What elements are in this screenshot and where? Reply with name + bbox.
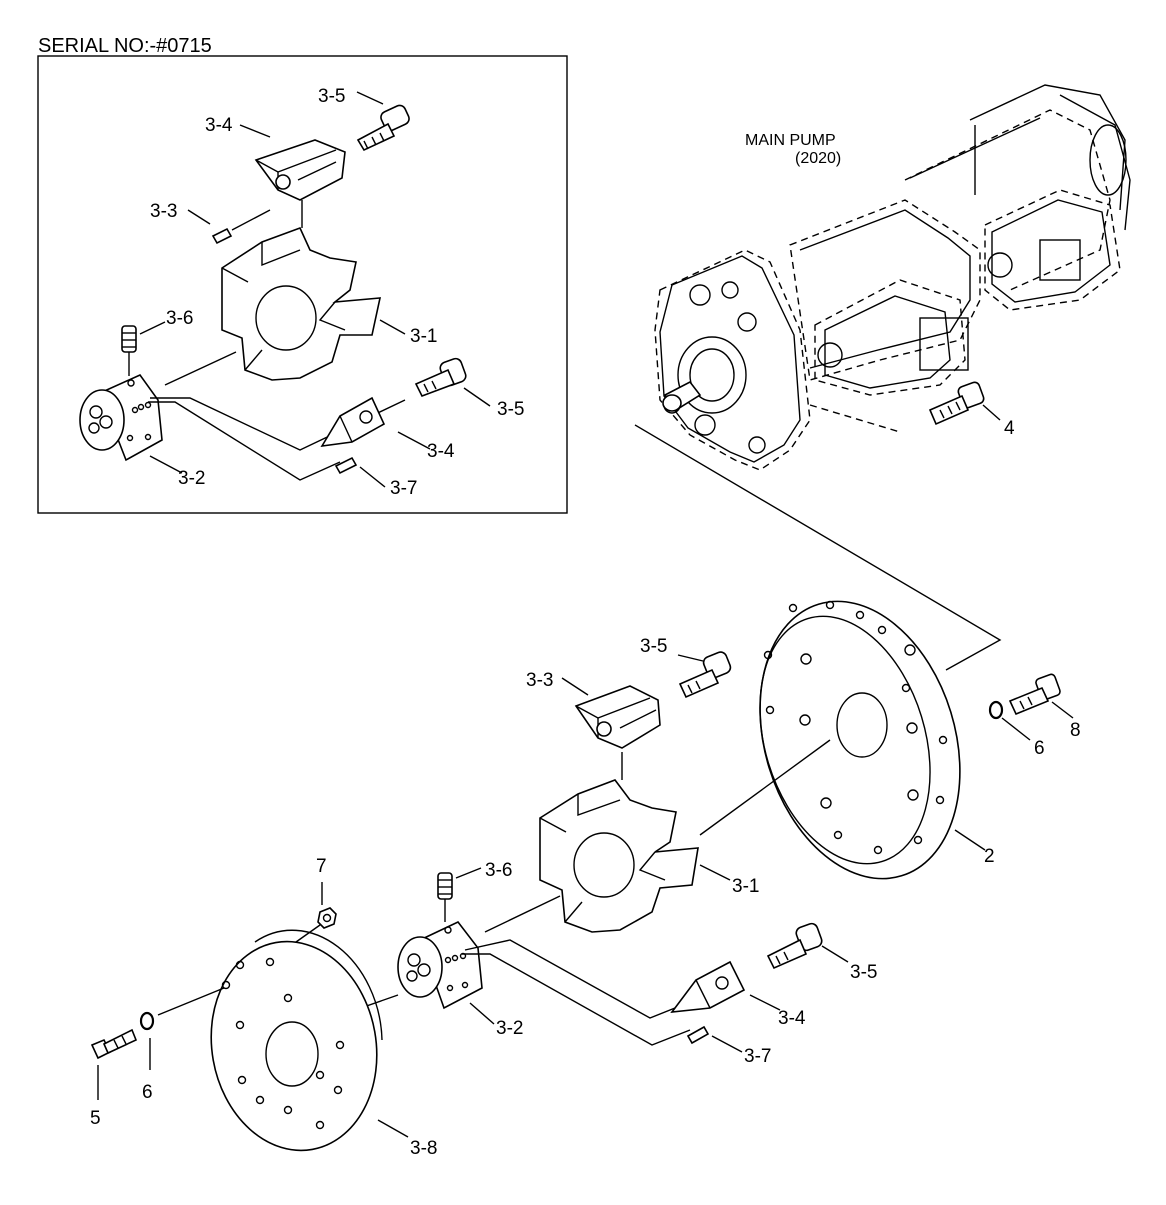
washer-part-6-left (139, 987, 225, 1070)
serial-number-title: SERIAL NO:-#0715 (38, 35, 212, 57)
inset-bolt-3-5-top (356, 104, 410, 152)
label-3-4: 3-4 (778, 1008, 806, 1029)
label-5: 5 (90, 1108, 101, 1129)
hub-3-2 (354, 895, 701, 1046)
label-6-right: 6 (1034, 738, 1045, 759)
label-4: 4 (1004, 418, 1015, 439)
label-3-2: 3-2 (496, 1018, 523, 1039)
label-3-1: 3-1 (732, 876, 759, 897)
inset-label-3-1: 3-1 (410, 326, 437, 347)
bolt-3-5-top (678, 651, 732, 699)
label-3-7: 3-7 (744, 1046, 771, 1067)
flex-plate-3-8 (210, 924, 383, 1152)
label-7: 7 (316, 856, 327, 877)
spider-3-1 (539, 739, 831, 933)
label-3-3: 3-3 (526, 670, 553, 691)
inset-pin-3-7 (334, 456, 358, 475)
setscrew-3-6 (437, 872, 453, 922)
label-3-5-right: 3-5 (850, 962, 877, 983)
label-3-8: 3-8 (410, 1138, 437, 1159)
inset-wedge-3-4-top (254, 139, 346, 201)
washer-part-6-right (988, 700, 1004, 720)
inset-label-3-4-right: 3-4 (427, 441, 455, 462)
main-leaders (377, 404, 1074, 1138)
flange-part-2 (759, 600, 961, 880)
inset-label-3-6: 3-6 (166, 308, 193, 329)
inset-label-3-4-top: 3-4 (205, 115, 233, 136)
inset-label-3-5-right: 3-5 (497, 399, 524, 420)
inset-frame (37, 55, 568, 514)
pump-to-flange-leader (634, 424, 1002, 671)
inset-setscrew-3-6 (121, 325, 137, 376)
inset-leaders (139, 91, 491, 488)
main-pump-number: (2020) (795, 150, 841, 167)
label-2: 2 (984, 846, 995, 867)
label-8: 8 (1070, 720, 1081, 741)
main-pump-label: MAIN PUMP (745, 132, 836, 149)
inset-label-3-5-top: 3-5 (318, 86, 345, 107)
inset-spider-3-1 (221, 200, 382, 381)
inset-label-3-2: 3-2 (178, 468, 205, 489)
label-3-5-top: 3-5 (640, 636, 667, 657)
label-3-6: 3-6 (485, 860, 512, 881)
inset-label-3-3: 3-3 (150, 201, 177, 222)
inset-hub-3-2 (79, 351, 406, 481)
nut-part-7 (317, 882, 337, 929)
label-6-left: 6 (142, 1082, 153, 1103)
inset-bolt-3-5-right (414, 357, 467, 398)
inset-wedge-3-4-right (320, 396, 386, 448)
inset-pin-3-3 (211, 209, 271, 245)
main-pump-body (654, 84, 1131, 471)
bolt-part-8 (1008, 673, 1061, 716)
bolt-3-5-right (766, 922, 823, 970)
wedge-3-3 (574, 685, 661, 749)
wedge-3-4 (670, 960, 746, 1013)
inset-label-3-7: 3-7 (390, 478, 417, 499)
bolt-part-4 (928, 381, 985, 426)
bolt-part-5 (90, 1028, 138, 1100)
pin-3-7 (686, 1025, 710, 1045)
